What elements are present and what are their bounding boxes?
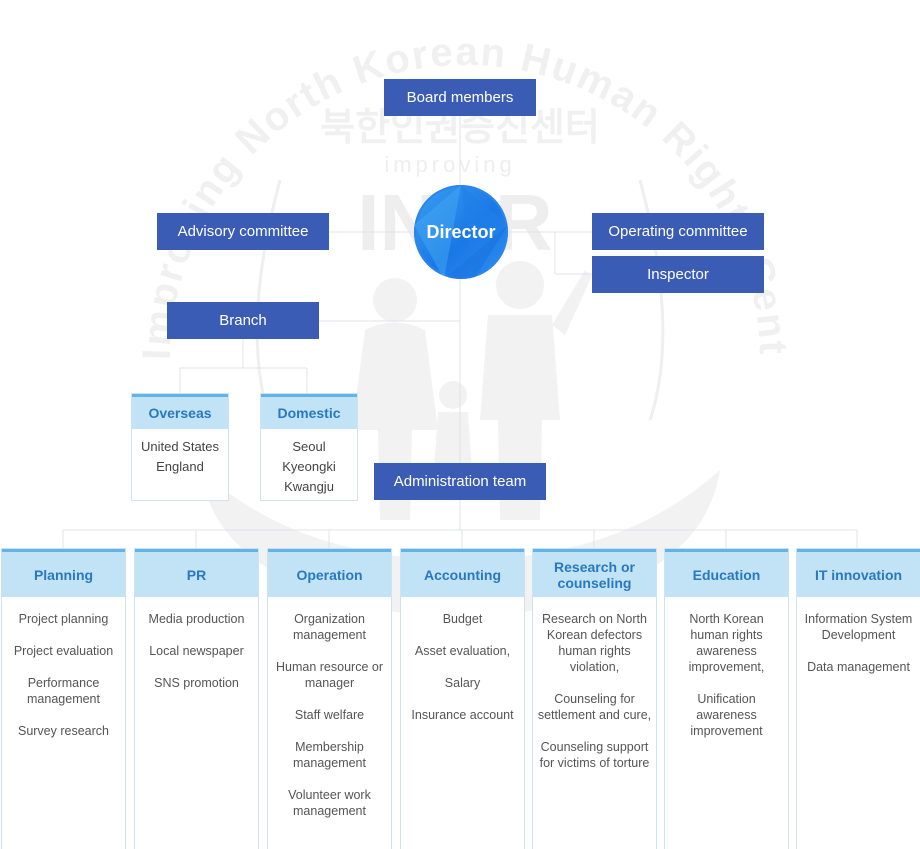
dept-title: Research or counseling [533, 549, 656, 597]
dept-item: Project evaluation [13, 644, 114, 658]
dept-item: Counseling for settlement and cure, [537, 692, 652, 722]
dept-item: Project planning [18, 612, 109, 626]
branch-label: Branch [219, 312, 267, 329]
inspector-box: Inspector [592, 256, 764, 293]
board-members-box: Board members [384, 79, 536, 116]
domestic-item: Seoul [292, 439, 326, 454]
director-facets [414, 185, 508, 279]
dept-research-counseling: Research or counseling Research on North… [532, 548, 657, 849]
operating-committee-box: Operating committee [592, 213, 764, 250]
dept-item: Data management [807, 660, 910, 674]
dept-item: Local newspaper [149, 644, 244, 658]
dept-title: PR [135, 549, 258, 597]
dept-item: Unification awareness improvement [690, 692, 763, 738]
advisory-committee-label: Advisory committee [177, 223, 309, 240]
dept-item: Media production [148, 612, 245, 626]
dept-accounting: Accounting Budget Asset evaluation, Sala… [400, 548, 525, 849]
dept-item: Counseling support for victims of tortur… [539, 740, 650, 770]
dept-pr: PR Media production Local newspaper SNS … [134, 548, 259, 849]
operating-committee-label: Operating committee [608, 223, 748, 240]
dept-item: Performance management [27, 676, 100, 706]
dept-title: Education [665, 549, 788, 597]
overseas-item: United States [140, 439, 220, 454]
board-members-label: Board members [406, 89, 514, 106]
domestic-title: Domestic [261, 394, 357, 429]
dept-title: Planning [2, 549, 125, 597]
inspector-label: Inspector [647, 266, 709, 283]
advisory-committee-box: Advisory committee [157, 213, 329, 250]
overseas-item: England [156, 459, 204, 474]
dept-planning: Planning Project planning Project evalua… [1, 548, 126, 849]
dept-item: SNS promotion [154, 676, 239, 690]
administration-team-label: Administration team [393, 473, 527, 490]
dept-item: Volunteer work management [288, 788, 371, 818]
dept-item: Research on North Korean defectors human… [542, 612, 647, 674]
dept-item: Survey research [17, 724, 109, 738]
domestic-item: Kyeongki [282, 459, 336, 474]
dept-item: Budget [442, 612, 483, 626]
dept-item: Organization management [293, 612, 366, 642]
branch-box: Branch [167, 302, 319, 339]
dept-item: Information System Development [804, 612, 913, 642]
dept-it-innovation: IT innovation Information System Develop… [796, 548, 920, 849]
dept-title: Accounting [401, 549, 524, 597]
overseas-card: Overseas United States England [131, 393, 229, 501]
director-label: Director [426, 221, 496, 242]
dept-item: North Korean human rights awareness impr… [688, 612, 765, 674]
dept-item: Staff welfare [294, 708, 365, 722]
director-node: Director [414, 185, 508, 279]
dept-item: Human resource or manager [276, 660, 383, 690]
dept-item: Salary [444, 676, 481, 690]
dept-item: Insurance account [411, 708, 514, 722]
dept-operation: Operation Organization management Human … [267, 548, 392, 849]
domestic-card: Domestic Seoul Kyeongki Kwangju [260, 393, 358, 501]
dept-item: Membership management [293, 740, 366, 770]
administration-team-box: Administration team [374, 463, 546, 500]
overseas-title: Overseas [132, 394, 228, 429]
dept-title: IT innovation [797, 549, 920, 597]
dept-item: Asset evaluation, [414, 644, 511, 658]
dept-education: Education North Korean human rights awar… [664, 548, 789, 849]
domestic-item: Kwangju [284, 479, 334, 494]
dept-title: Operation [268, 549, 391, 597]
